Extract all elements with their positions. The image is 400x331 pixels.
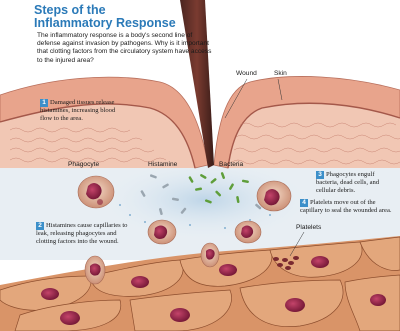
phagocyte-center xyxy=(148,220,176,244)
step-1-number: 1 xyxy=(40,99,48,107)
step-2-number: 2 xyxy=(36,222,44,230)
step-1-text: Damaged tissues release histamines, incr… xyxy=(40,99,115,122)
histamine-label: Histamine xyxy=(148,161,177,168)
step-2-text: Histamines cause capillaries to leak, re… xyxy=(36,222,127,245)
bacteria-label: Bacteria xyxy=(219,161,243,168)
step-3-number: 3 xyxy=(316,171,324,179)
platelets-label: Platelets xyxy=(296,224,321,231)
phagocyte-center-right xyxy=(235,221,261,243)
phagocyte-emigrating-2 xyxy=(201,243,219,267)
step-4-text: Platelets move out of the capillary to s… xyxy=(300,199,392,214)
wound-label: Wound xyxy=(236,70,257,77)
phagocyte-left xyxy=(78,176,114,208)
diagram-title: Steps of the Inflammatory Response xyxy=(34,4,204,30)
title-line-2: Inflammatory Response xyxy=(34,17,204,30)
phagocyte-right xyxy=(257,181,291,211)
skin-label: Skin xyxy=(274,70,287,77)
phagocyte-label: Phagocyte xyxy=(68,161,99,168)
phagocyte-emigrating xyxy=(85,256,105,284)
intro-text: The inflammatory response is a body's se… xyxy=(37,32,215,65)
step-3-text: Phagocytes engulf bacteria, dead cells, … xyxy=(316,171,379,194)
skin-dermis-right xyxy=(228,103,400,168)
step-4-number: 4 xyxy=(300,199,308,207)
